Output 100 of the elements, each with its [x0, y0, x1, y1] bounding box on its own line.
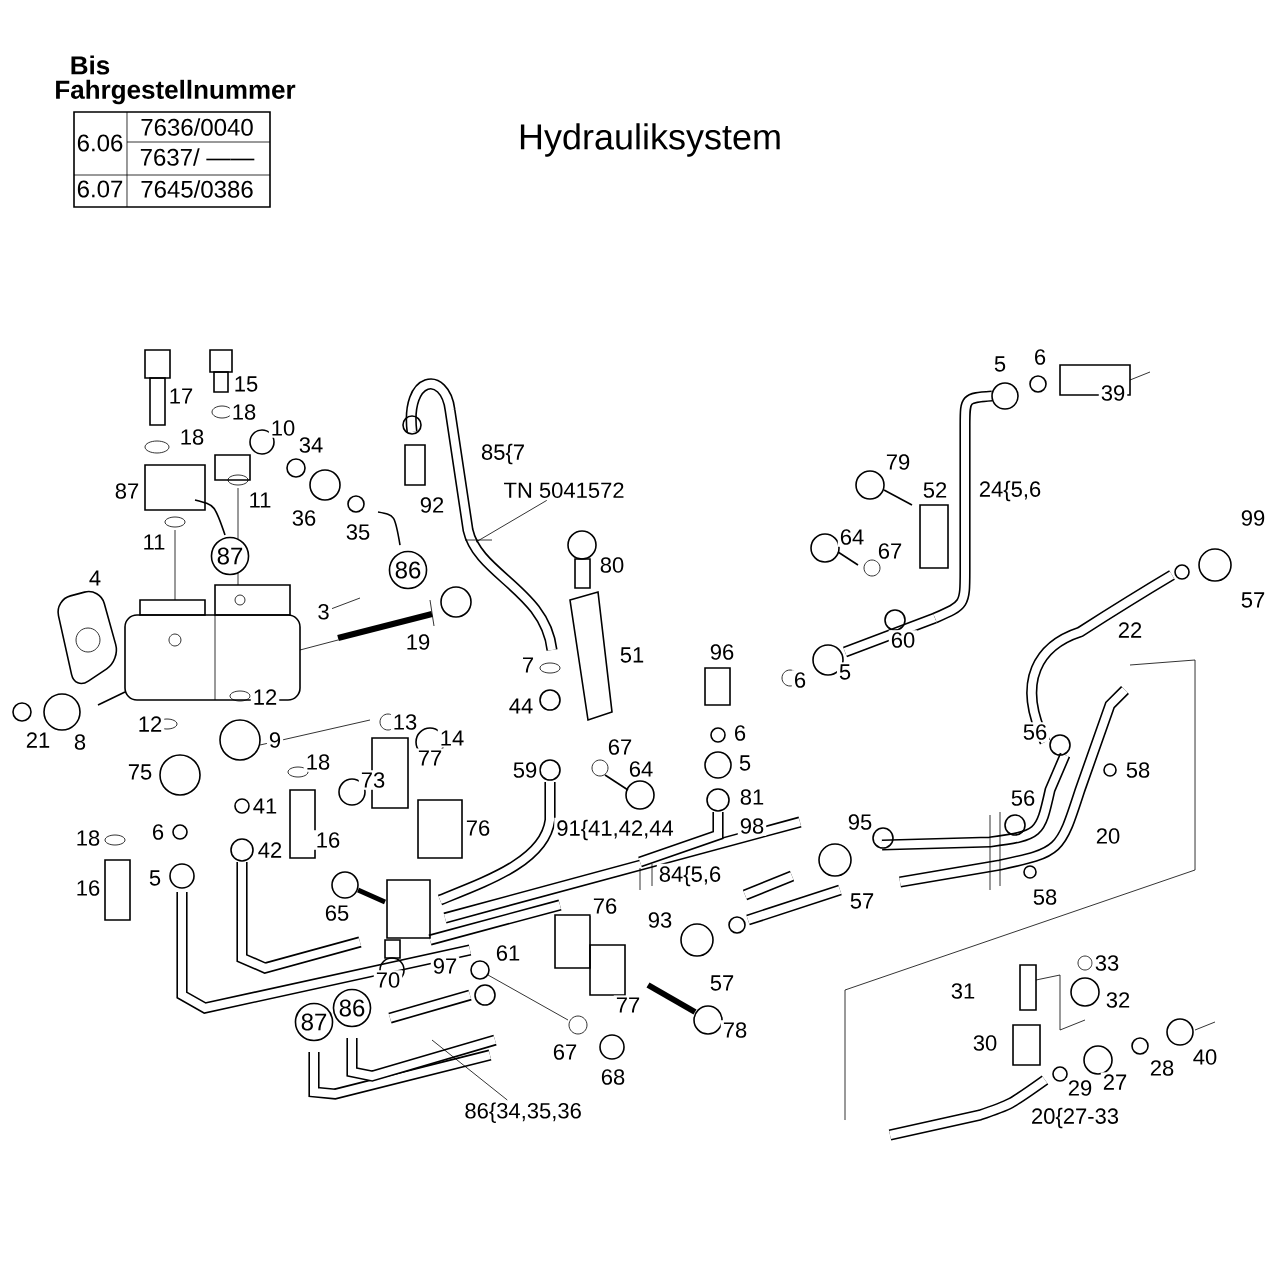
callout-number: 41: [250, 796, 280, 816]
callout-number: 39: [1098, 383, 1128, 403]
callout-number: 65: [322, 903, 352, 923]
callout-number: 18: [229, 402, 259, 422]
callout-number: 68: [598, 1067, 628, 1087]
callout-number: 9: [266, 730, 284, 750]
callout-number: 40: [1190, 1047, 1220, 1067]
callout-number: 13: [390, 712, 420, 732]
callout-number: 42: [255, 840, 285, 860]
callout-number: 34: [296, 435, 326, 455]
circled-callout: 87: [210, 536, 250, 576]
table-cell: 7645/0386: [141, 180, 253, 198]
callout-number: 52: [920, 480, 950, 500]
callout-number: 98: [737, 816, 767, 836]
title: Hydrauliksystem: [520, 123, 780, 157]
callout-number: 44: [506, 696, 536, 716]
callout-number: 5: [736, 753, 754, 773]
callout-number: 16: [313, 830, 343, 850]
leader-line: [431, 1039, 508, 1101]
callout-number: 20{27-33: [1028, 1105, 1122, 1131]
callout-number: 64: [837, 527, 867, 547]
callout-number: 17: [166, 386, 196, 406]
callout-number: 96: [707, 642, 737, 662]
callout-number: 18: [177, 427, 207, 447]
callout-number: 15: [231, 374, 261, 394]
leader-line: [475, 500, 548, 543]
table-cell: 7636/0040: [141, 118, 253, 136]
callout-number: 84{5,6: [656, 863, 724, 889]
callout-number: 30: [970, 1033, 1000, 1053]
callout-number: 20: [1093, 826, 1123, 846]
callout-number: 19: [403, 632, 433, 652]
callout-number: 4: [86, 568, 104, 588]
circled-callout: 86: [388, 550, 428, 590]
callout-number: 31: [948, 981, 978, 1001]
callout-number: 70: [373, 970, 403, 990]
callout-number: 10: [268, 418, 298, 438]
callout-number: 6: [731, 723, 749, 743]
callout-number: 18: [73, 828, 103, 848]
callout-number: 27: [1100, 1072, 1130, 1092]
header-text: Bis: [71, 55, 110, 75]
callout-number: 57: [1238, 590, 1268, 610]
circled-callout: 87: [294, 1002, 334, 1042]
callout-number: 75: [125, 762, 155, 782]
callout-number: 67: [550, 1042, 580, 1062]
callout-number: 11: [246, 490, 274, 510]
callout-number: 36: [289, 508, 319, 528]
callout-number: 64: [626, 759, 656, 779]
callout-number: 6: [149, 822, 167, 842]
callout-number: 79: [883, 452, 913, 472]
callout-number: 99: [1238, 508, 1268, 528]
callout-number: 97: [430, 956, 460, 976]
callout-number: 5: [836, 662, 854, 682]
callout-number: 7: [519, 655, 537, 675]
callout-number: 92: [417, 495, 447, 515]
callout-number: 21: [23, 730, 53, 750]
callout-number: 28: [1147, 1058, 1177, 1078]
callout-number: 77: [613, 995, 643, 1015]
callout-number: 85{7: [479, 441, 528, 467]
callout-number: 58: [1123, 760, 1153, 780]
callout-number: 56: [1020, 722, 1050, 742]
header-text: Fahrgestellnummer: [56, 79, 296, 105]
callout-number: 81: [737, 787, 767, 807]
callout-number: 6: [791, 670, 809, 690]
callout-number: 87: [112, 481, 142, 501]
callout-number: 24{5,6: [976, 478, 1044, 504]
callout-number: 67: [875, 541, 905, 561]
callout-number: 60: [888, 630, 918, 650]
circled-callout: 86: [332, 988, 372, 1028]
callout-number: 57: [707, 973, 737, 993]
callout-number: 93: [645, 910, 675, 930]
callout-number: 12: [135, 714, 165, 734]
callout-number: 78: [720, 1020, 750, 1040]
callout-number: 8: [71, 732, 89, 752]
callout-number: 32: [1103, 990, 1133, 1010]
callout-number: 91{41,42,44: [554, 817, 676, 843]
callout-number: 95: [845, 812, 875, 832]
callout-number: 5: [991, 354, 1009, 374]
callout-number: 18: [303, 752, 333, 772]
callout-number: 5: [146, 868, 164, 888]
callout-text: 86{34,35,36: [462, 1100, 584, 1125]
callout-number: 56: [1008, 788, 1038, 808]
callout-number: 12: [250, 687, 280, 707]
callout-number: 58: [1030, 887, 1060, 907]
callout-number: 76: [590, 896, 620, 916]
callout-number: 11: [140, 532, 168, 552]
callout-number: 73: [358, 770, 388, 790]
callout-number: 61: [493, 943, 523, 963]
callout-number: 57: [847, 891, 877, 911]
callout-text: TN 5041572: [501, 480, 627, 500]
table-cell: 6.06: [77, 134, 123, 152]
callout-number: 51: [617, 645, 647, 665]
callout-number: 33: [1092, 953, 1122, 973]
callout-number: 76: [463, 818, 493, 838]
callout-number: 77: [415, 748, 445, 768]
table-cell: 7637/ ——: [140, 148, 255, 166]
leader-line: [331, 597, 361, 609]
callout-number: 80: [597, 555, 627, 575]
callout-number: 67: [605, 737, 635, 757]
callout-number: 59: [510, 760, 540, 780]
callout-number: 14: [437, 728, 467, 748]
